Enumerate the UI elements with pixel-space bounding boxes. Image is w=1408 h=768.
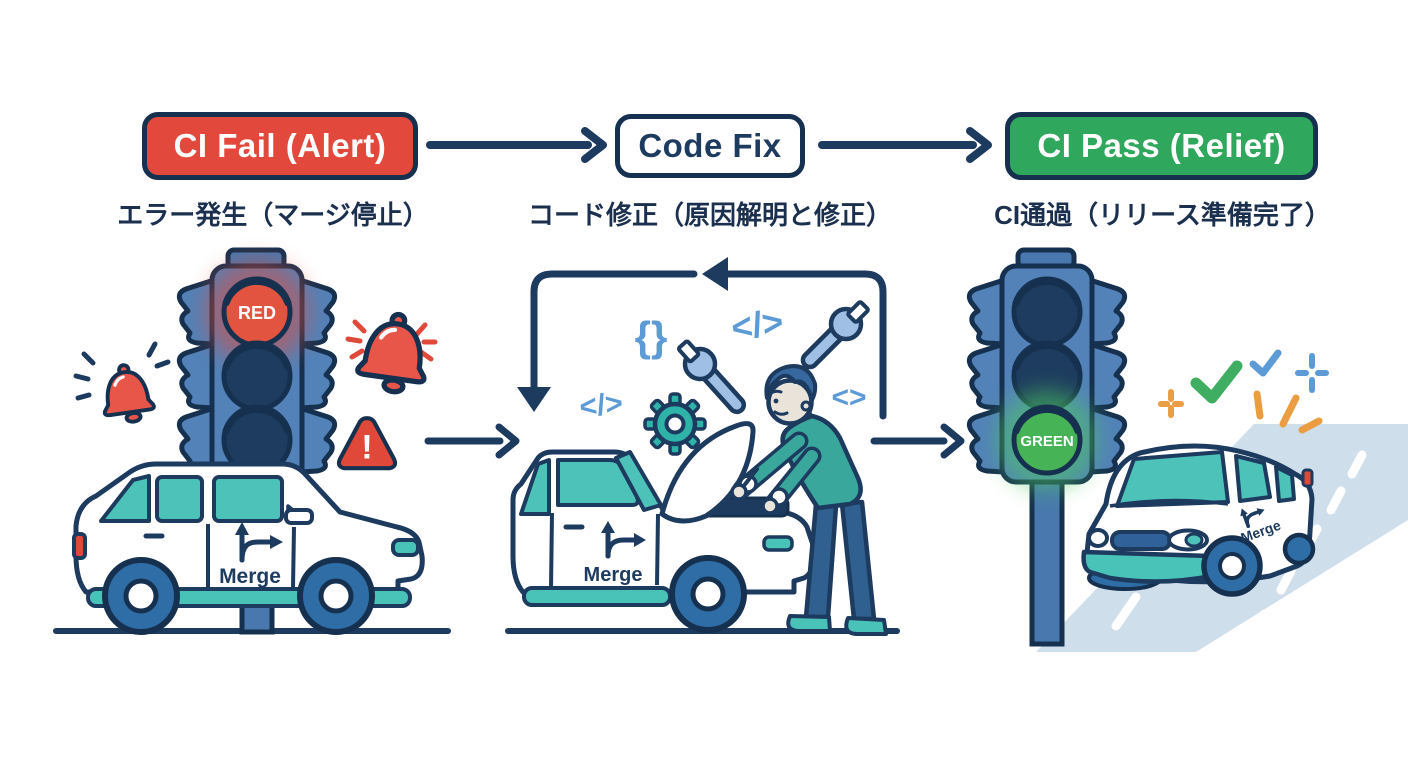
sparkle-plus-blue-icon: [1295, 353, 1329, 393]
lamp-visor: [1012, 341, 1082, 371]
bell-small-icon: [73, 341, 171, 424]
traffic-light-left: RED: [179, 247, 334, 485]
wrench-icon: [676, 339, 747, 415]
traffic-light-right: GREEN: [969, 247, 1124, 490]
gear-icon: [643, 392, 707, 456]
flow-arrow-1: [426, 127, 607, 163]
side-window: [1274, 465, 1296, 503]
side-window: [1234, 454, 1272, 503]
panel-arrow-middle-to-right: [870, 423, 965, 459]
merge-decal: [235, 522, 283, 563]
car-middle: Merge: [510, 421, 817, 633]
side-window: [212, 475, 284, 523]
green-lamp-label: GREEN: [1020, 433, 1073, 450]
tail-light: [72, 532, 87, 560]
lamp-visor: [1012, 405, 1082, 435]
hood-crease: [1109, 498, 1229, 508]
door-seam: [291, 526, 296, 589]
grille: [1110, 530, 1172, 551]
wheel: [297, 557, 375, 635]
leg: [803, 501, 839, 620]
headlight: [1087, 528, 1109, 548]
side-mirror: [284, 508, 314, 525]
mouth: [773, 410, 789, 416]
wheel: [1282, 532, 1316, 566]
shoe: [844, 616, 888, 636]
tail-light: [1301, 468, 1314, 488]
leg: [839, 499, 877, 622]
step-subtitle-cipass: CI通過（リリース準備完了）: [985, 196, 1340, 230]
ear: [800, 400, 812, 412]
eyebrow: [769, 389, 783, 395]
step-subtitle-error: エラー発生（マージ停止）: [103, 196, 443, 230]
bumper: [1081, 549, 1219, 584]
windshield: [1115, 450, 1230, 508]
warning-triangle-icon: !: [336, 416, 398, 471]
step-subtitle-codefix: コード修正（原因解明と修正）: [520, 196, 900, 230]
code-symbol-tag: </>: [729, 301, 786, 349]
side-window: [155, 475, 204, 523]
hand: [761, 497, 779, 515]
merge-label: Merge: [584, 564, 643, 586]
shoe: [786, 614, 832, 633]
headlight-inner: [1184, 532, 1204, 548]
merge-label: Merge: [219, 565, 281, 588]
wrench-icon: [800, 300, 870, 370]
subtitle-text: コード修正（原因解明と修正）: [527, 199, 892, 230]
mechanic-figure: [730, 364, 888, 636]
headlight: [391, 538, 420, 557]
open-hood: [659, 421, 756, 524]
loop-arrow: [517, 257, 887, 420]
windshield: [614, 450, 663, 512]
step-badge-ci-fail: CI Fail (Alert): [142, 112, 418, 180]
lamp-visor: [222, 341, 292, 371]
traffic-light-pole-right: [1029, 475, 1065, 647]
code-symbol-braces: {}: [635, 313, 668, 360]
headlight: [762, 535, 794, 552]
bell-large-icon: [345, 311, 438, 395]
torso-shirt: [780, 413, 863, 511]
panel-arrow-left-to-middle: [424, 423, 520, 459]
lamp-visor: [1012, 277, 1082, 307]
car-left: Merge: [72, 461, 425, 635]
hair: [764, 364, 818, 402]
code-symbol-tag: </>: [578, 387, 625, 424]
rear-window: [99, 474, 151, 523]
eye: [773, 398, 779, 404]
lamp-visor: [222, 277, 292, 307]
check-blue-icon: [1249, 349, 1282, 377]
step-badge-code-fix: Code Fix: [615, 114, 805, 178]
wheel: [669, 555, 747, 633]
flow-arrow-2: [818, 127, 992, 163]
step-badge-ci-pass: CI Pass (Relief): [1005, 112, 1318, 180]
step-badge-label: CI Pass (Relief): [1037, 127, 1286, 164]
wheel: [1201, 535, 1263, 597]
lamp-visor: [222, 405, 292, 435]
code-symbol-angle: <>: [831, 381, 866, 414]
step-badge-label: Code Fix: [638, 127, 782, 164]
subtitle-text: CI通過（リリース準備完了）: [994, 199, 1331, 230]
sparkle-rays-orange-icon: [1253, 390, 1323, 434]
wheel: [102, 557, 180, 635]
warning-exclamation: !: [361, 428, 372, 466]
rocker-panel: [522, 586, 672, 607]
merge-decal: [601, 521, 646, 559]
red-lamp-label: RED: [238, 303, 276, 323]
car-right: Merge: [1081, 443, 1316, 597]
door-seam: [549, 512, 554, 589]
check-green-icon: [1190, 360, 1243, 404]
sparkle-plus-orange-icon: [1158, 389, 1184, 418]
rear-window: [519, 458, 551, 516]
step-badge-label: CI Fail (Alert): [173, 127, 387, 164]
subtitle-text: エラー発生（マージ停止）: [117, 199, 429, 230]
door-seam: [655, 513, 660, 586]
hand: [730, 483, 748, 501]
